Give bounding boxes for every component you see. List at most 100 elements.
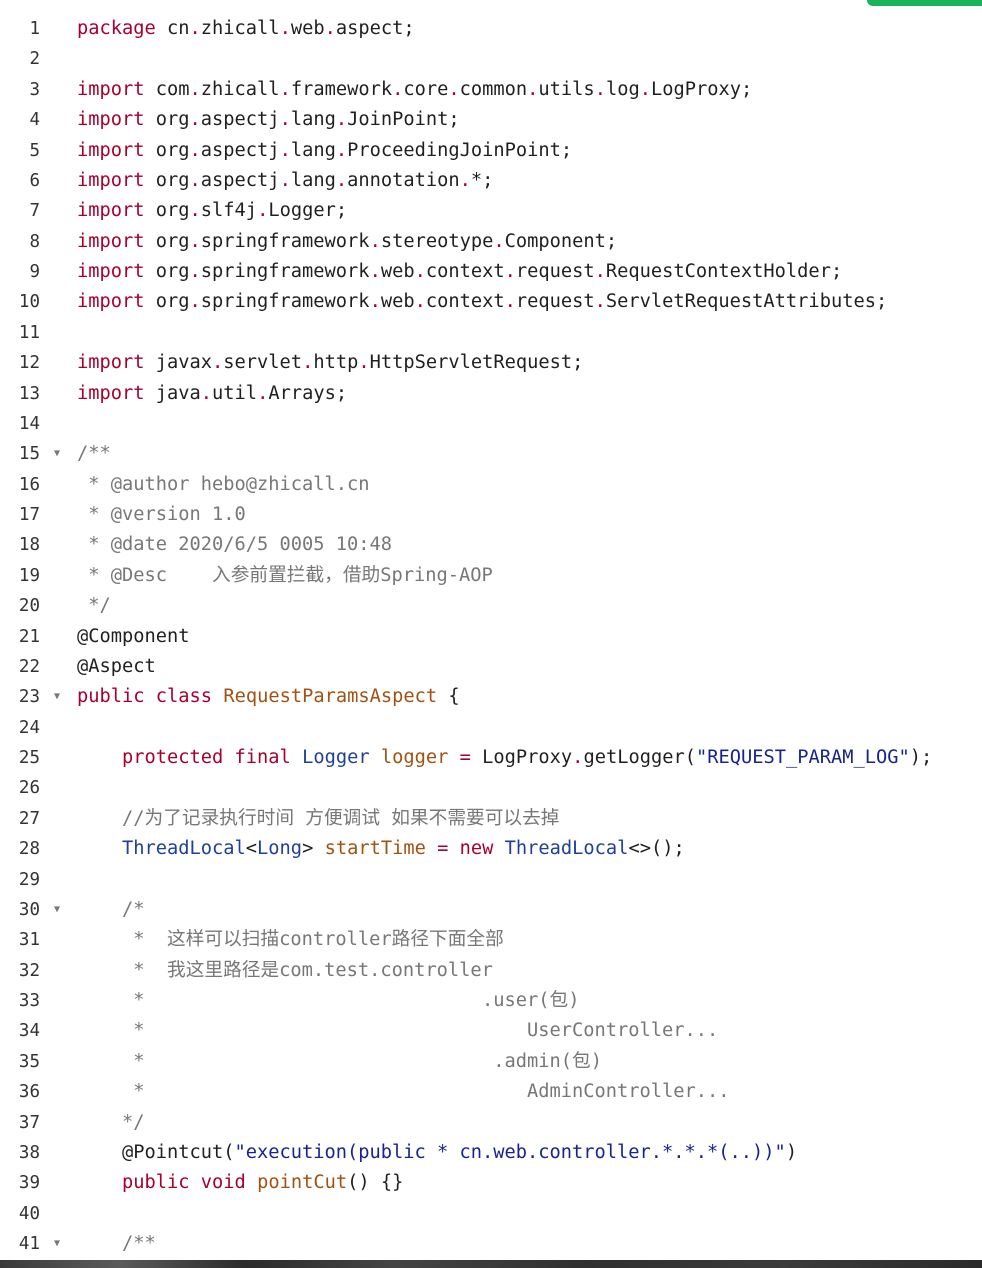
code-token: * AdminController... — [77, 1081, 730, 1103]
code-token: . — [189, 169, 201, 191]
line-number: 11 — [18, 322, 40, 343]
code-token: /** — [77, 443, 111, 465]
code-token: springframework — [200, 261, 370, 282]
code-line: 28 ThreadLocal<Long> startTime = new Thr… — [0, 834, 982, 864]
line-number: 21 — [18, 626, 40, 647]
code-token: request — [515, 261, 595, 282]
code-token: * .user(包) — [77, 990, 580, 1011]
code-token: getLogger( — [583, 747, 696, 768]
code-token: ThreadLocal — [504, 838, 629, 860]
code-line: 37 */ — [0, 1108, 982, 1138]
code-token: Component; — [504, 230, 618, 252]
line-number: 18 — [18, 535, 40, 556]
code-token: JoinPoint; — [347, 109, 460, 131]
line-number: 20 — [18, 596, 40, 617]
code-token: util — [212, 382, 258, 404]
line-number: 19 — [18, 565, 40, 586]
line-number: 1 — [29, 19, 40, 39]
code-token: aspect; — [335, 18, 415, 39]
code-text: * UserController... — [77, 1016, 718, 1046]
code-token: . — [369, 230, 381, 252]
code-text: * 这样可以扫描controller路径下面全部 — [77, 925, 504, 955]
code-text: @Component — [77, 622, 190, 652]
fold-caret-icon[interactable]: ▼ — [53, 1238, 61, 1249]
code-token: @Aspect — [77, 655, 156, 677]
code-token — [77, 747, 122, 768]
code-token — [493, 838, 504, 859]
code-token: framework — [290, 78, 393, 100]
code-line: 26 — [0, 773, 982, 803]
bottom-strip — [0, 1260, 982, 1268]
fold-caret-icon[interactable]: ▼ — [53, 691, 61, 703]
code-text: /* — [77, 895, 145, 925]
code-token: lang — [290, 139, 336, 161]
line-number: 3 — [29, 79, 40, 100]
code-line: 39 public void pointCut() {} — [0, 1168, 982, 1198]
code-token: . — [594, 291, 606, 313]
code-token — [77, 838, 122, 859]
code-text: * @version 1.0 — [77, 500, 246, 530]
code-line: 34 * UserController... — [0, 1016, 982, 1046]
code-token: import — [77, 291, 145, 313]
code-token: . — [189, 139, 201, 161]
code-line: 2 — [0, 44, 982, 74]
code-token: Long — [257, 838, 303, 860]
code-token: . — [493, 230, 505, 252]
fold-caret-icon[interactable]: ▼ — [53, 903, 61, 915]
code-text: import java.util.Arrays; — [77, 379, 347, 409]
code-line: 27 //为了记录执行时间 方便调试 如果不需要可以去掉 — [0, 804, 982, 834]
line-number: 15 — [18, 444, 40, 465]
code-text: */ — [77, 1108, 145, 1138]
code-token: lang — [290, 109, 336, 131]
code-text: /** — [77, 439, 111, 469]
fold-caret-icon[interactable]: ▼ — [53, 448, 61, 460]
code-token: org — [144, 169, 190, 191]
code-token: . — [369, 261, 381, 282]
code-token: HttpServletRequest; — [369, 352, 584, 374]
code-line: 32 * 我这里路径是com.test.controller — [0, 956, 982, 986]
code-token: . — [459, 169, 471, 191]
code-text: import org.springframework.web.context.r… — [77, 287, 887, 317]
line-number: 5 — [29, 140, 40, 161]
code-token: . — [279, 109, 291, 131]
code-token: . — [189, 18, 201, 39]
code-token — [145, 686, 156, 707]
code-token: request — [515, 291, 595, 313]
code-token — [77, 1172, 122, 1193]
code-token: ProceedingJoinPoint; — [347, 139, 573, 161]
code-text: package cn.zhicall.web.aspect; — [77, 14, 415, 44]
code-token: * @version 1.0 — [77, 504, 246, 525]
code-token: final — [234, 747, 291, 768]
code-token: . — [257, 200, 269, 222]
code-token: stereotype — [380, 230, 494, 252]
code-line: 40 — [0, 1199, 982, 1229]
code-token: = — [459, 747, 471, 768]
code-token — [448, 747, 459, 768]
code-token: Arrays; — [268, 382, 348, 404]
code-token — [246, 1172, 257, 1193]
code-token: */ — [77, 1111, 145, 1133]
code-token: . — [414, 291, 426, 313]
code-token: * .admin(包) — [77, 1050, 602, 1072]
code-text: import org.springframework.web.context.r… — [77, 257, 842, 287]
code-line: 18 * @date 2020/6/5 0005 10:48 — [0, 530, 982, 560]
code-token: web — [380, 261, 415, 282]
code-text: import org.springframework.stereotype.Co… — [77, 227, 617, 257]
code-token: . — [335, 109, 348, 131]
code-line: 23▼public class RequestParamsAspect { — [0, 682, 982, 712]
code-token: /** — [77, 1233, 156, 1254]
code-token: * @Desc 入参前置拦截，借助Spring-AOP — [77, 564, 493, 586]
line-number: 29 — [18, 869, 40, 890]
code-token: cn — [155, 18, 190, 39]
code-text: * @date 2020/6/5 0005 10:48 — [77, 530, 392, 560]
code-text: //为了记录执行时间 方便调试 如果不需要可以去掉 — [77, 804, 559, 834]
code-token: annotation — [347, 169, 460, 191]
code-text: @Aspect — [77, 652, 156, 682]
code-token: aspectj — [200, 169, 280, 191]
code-token: org — [144, 230, 190, 252]
